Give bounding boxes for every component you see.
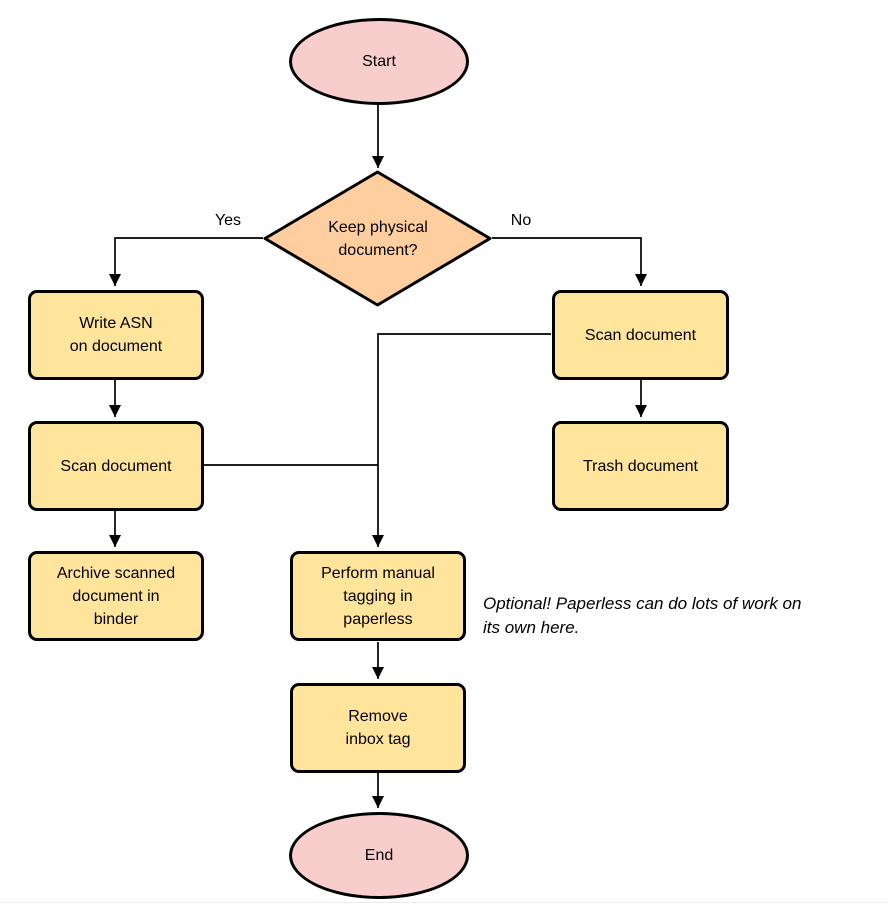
node-write-asn: Write ASN on document	[28, 290, 204, 380]
edge-scan-right-to-tagging	[371, 333, 551, 547]
node-scan-document-right-label: Scan document	[584, 326, 697, 344]
page-bottom-divider	[0, 902, 888, 903]
node-manual-tagging-label: Perform manual tagging in paperless	[321, 564, 435, 628]
node-scan-document-left: Scan document	[28, 421, 204, 511]
node-trash-document: Trash document	[552, 421, 729, 511]
node-write-asn-label: Write ASN on document	[69, 315, 163, 355]
decision-diamond-shape	[263, 170, 492, 307]
annotation-optional-note: Optional! Paperless can do lots of work …	[483, 594, 802, 637]
node-manual-tagging: Perform manual tagging in paperless	[290, 551, 466, 641]
node-start: Start	[289, 18, 469, 105]
node-remove-inbox-tag: Remove inbox tag	[290, 683, 466, 773]
node-scan-document-left-label: Scan document	[60, 457, 172, 475]
node-start-label: Start	[362, 53, 396, 70]
node-decision-label: Keep physical document?	[328, 218, 428, 259]
node-end-label: End	[364, 847, 394, 864]
node-scan-document-right: Scan document	[552, 290, 729, 380]
node-archive-binder: Archive scanned document in binder	[28, 551, 204, 641]
edge-decision-to-write-asn	[108, 237, 263, 286]
node-remove-inbox-tag-label: Remove inbox tag	[345, 708, 411, 748]
node-end: End	[289, 812, 469, 899]
edge-label-no: No	[510, 212, 532, 229]
edge-decision-to-scan-right	[492, 237, 648, 286]
edge-label-yes: Yes	[214, 212, 242, 229]
node-archive-binder-label: Archive scanned document in binder	[56, 564, 176, 628]
node-trash-document-label: Trash document	[582, 457, 698, 475]
